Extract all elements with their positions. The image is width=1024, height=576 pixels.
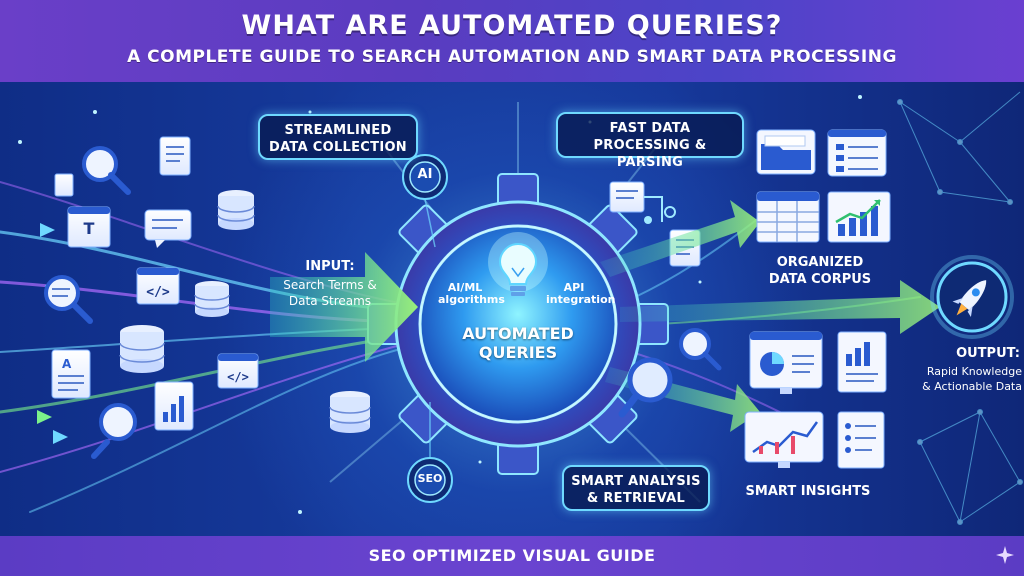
line-chart-monitor-icon (744, 411, 824, 468)
gear-right-label: API integration (546, 281, 616, 306)
sparkle-icon (996, 546, 1014, 564)
lightbulb-icon (488, 232, 548, 296)
label-fast-data-processing: FAST DATA PROCESSING & PARSING (556, 112, 744, 170)
output-body: Rapid Knowledge & Actionable Data (922, 365, 1022, 393)
gear-center-label: AUTOMATED QUERIES (462, 324, 574, 362)
magnifier-icon (91, 403, 137, 459)
automation-gear (367, 173, 669, 475)
spreadsheet-icon (756, 191, 820, 243)
stream-arrowheads (37, 223, 68, 444)
svg-text:</>: </> (146, 285, 170, 300)
document-icon (159, 136, 191, 176)
pie-dashboard-icon (749, 331, 823, 394)
footer-banner: SEO OPTIMIZED VISUAL GUIDE (0, 536, 1024, 576)
header-banner: WHAT ARE AUTOMATED QUERIES? A COMPLETE G… (0, 0, 1024, 82)
rocket-icon (930, 255, 1014, 339)
database-icon (217, 190, 255, 230)
magnifier-icon (82, 146, 131, 195)
input-arrow (270, 252, 418, 362)
database-icon (329, 391, 371, 433)
folder-icon (756, 129, 816, 175)
svg-text:</>: </> (227, 370, 249, 384)
doc-pipeline-icon (609, 181, 676, 224)
code-window-icon: </> (217, 353, 259, 389)
magnifier-icon (618, 357, 673, 418)
output-title: OUTPUT: (956, 346, 1020, 361)
input-body: Search Terms & Data Streams (283, 278, 377, 308)
infographic-stage: </> </> A (0, 82, 1024, 536)
bar-chart-doc-icon (154, 381, 194, 431)
checklist-doc-icon (837, 411, 885, 469)
label-streamlined-data-collection: STREAMLINED DATA COLLECTION (258, 114, 418, 160)
text-doc-icon (67, 206, 111, 248)
gear-left-label: AI/ML algorithms (438, 281, 505, 306)
footer-label: SEO OPTIMIZED VISUAL GUIDE (368, 546, 656, 565)
list-panel-icon (827, 129, 887, 177)
small-document-icon (54, 173, 74, 197)
ai-badge-text: AI (417, 167, 433, 182)
doc-search-icon (44, 275, 93, 324)
svg-text:A: A (62, 357, 72, 371)
label-smart-insights: SMART INSIGHTS (745, 484, 871, 499)
code-window-icon: </> (136, 267, 180, 305)
chat-bubble-icon (144, 209, 192, 248)
input-title: INPUT: (305, 259, 355, 274)
page-subtitle: A COMPLETE GUIDE TO SEARCH AUTOMATION AN… (127, 47, 897, 67)
page-title: WHAT ARE AUTOMATED QUERIES? (241, 10, 783, 41)
label-smart-analysis: SMART ANALYSIS & RETRIEVAL (562, 465, 710, 511)
growth-chart-icon (827, 191, 891, 243)
article-doc-icon: A (51, 349, 91, 399)
label-organized-data-corpus: ORGANIZED DATA CORPUS (768, 255, 872, 287)
ai-chip-badge (402, 154, 448, 200)
database-icon (119, 325, 165, 373)
seo-badge (407, 457, 453, 503)
background-graphics: </> </> A (0, 91, 1023, 525)
tile-text-glyph: T (83, 219, 95, 238)
magnifier-icon (679, 328, 722, 371)
network-mesh (897, 91, 1023, 525)
seo-badge-text: SEO (417, 472, 443, 485)
bar-chart-doc-icon (837, 331, 887, 393)
database-icon (194, 281, 230, 317)
